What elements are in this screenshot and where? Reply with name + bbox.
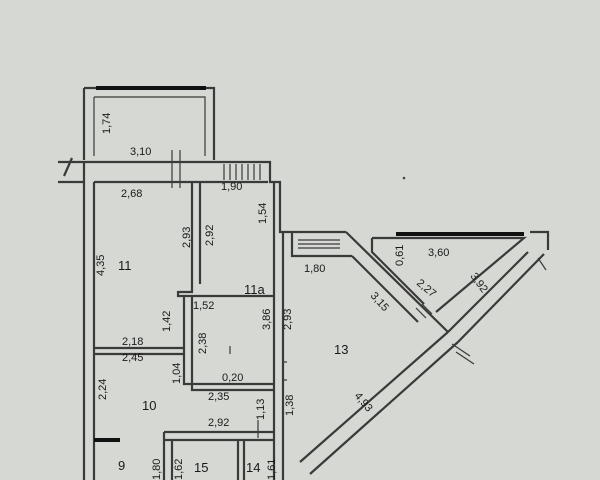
dim-tri-diag-b: 3,15 [368, 290, 391, 314]
room-label-14: 14 [246, 460, 260, 475]
dim-small-d: 1,38 [284, 395, 296, 416]
dim-r11-top: 2,68 [121, 188, 142, 200]
room-label-9: 9 [118, 458, 125, 473]
dim-small-c: 1,13 [255, 399, 267, 420]
dim-r10-top: 2,45 [122, 352, 143, 364]
room-label-11: 11 [118, 258, 132, 273]
room13-walls [290, 230, 550, 475]
dim-r11-bottom-b: 1,42 [161, 311, 173, 332]
interior-walls [94, 182, 287, 480]
dim-r13-left: 2,93 [282, 309, 294, 330]
dim-r14-side: 1,61 [266, 459, 278, 480]
room-label-10: 10 [142, 398, 156, 413]
room-label-11a: 11a [244, 282, 265, 297]
dim-r10-side-a: 1,04 [171, 363, 183, 384]
dim-r11-height: 4,35 [95, 255, 107, 276]
misc-marks [229, 176, 406, 438]
dim-balcony-height: 1,74 [101, 113, 113, 134]
room-label-15: 15 [194, 460, 208, 475]
window-marks [171, 150, 261, 188]
dim-corridor-side: 1,54 [257, 203, 269, 224]
dim-r9-height: 1,80 [151, 459, 163, 480]
dim-r13-diag: 4,93 [352, 390, 375, 414]
dim-r11-inner-a: 2,93 [181, 227, 193, 248]
room-label-13: 13 [334, 342, 348, 357]
dim-corridor-top: 1,90 [221, 181, 242, 193]
dim-r15-top: 2,92 [208, 417, 229, 429]
dim-r11a-side: 3,86 [261, 309, 273, 330]
dim-r13-top: 1,80 [304, 263, 325, 275]
dim-balcony-width: 3,10 [130, 146, 151, 158]
dim-r11a-height: 2,38 [197, 333, 209, 354]
dim-r15-left: 1,62 [173, 459, 185, 480]
dim-tri-side: 0,61 [394, 245, 406, 266]
dim-r11a-top: 1,52 [193, 300, 214, 312]
dim-r10-height: 2,24 [97, 379, 109, 400]
dim-small-a: 0,20 [222, 372, 243, 384]
balcony-walls [82, 86, 216, 160]
dim-small-b: 2,35 [208, 391, 229, 403]
dim-tri-top: 3,60 [428, 247, 449, 259]
dim-r11-inner-b: 2,92 [204, 225, 216, 246]
dim-r11-bottom-a: 2,18 [122, 336, 143, 348]
